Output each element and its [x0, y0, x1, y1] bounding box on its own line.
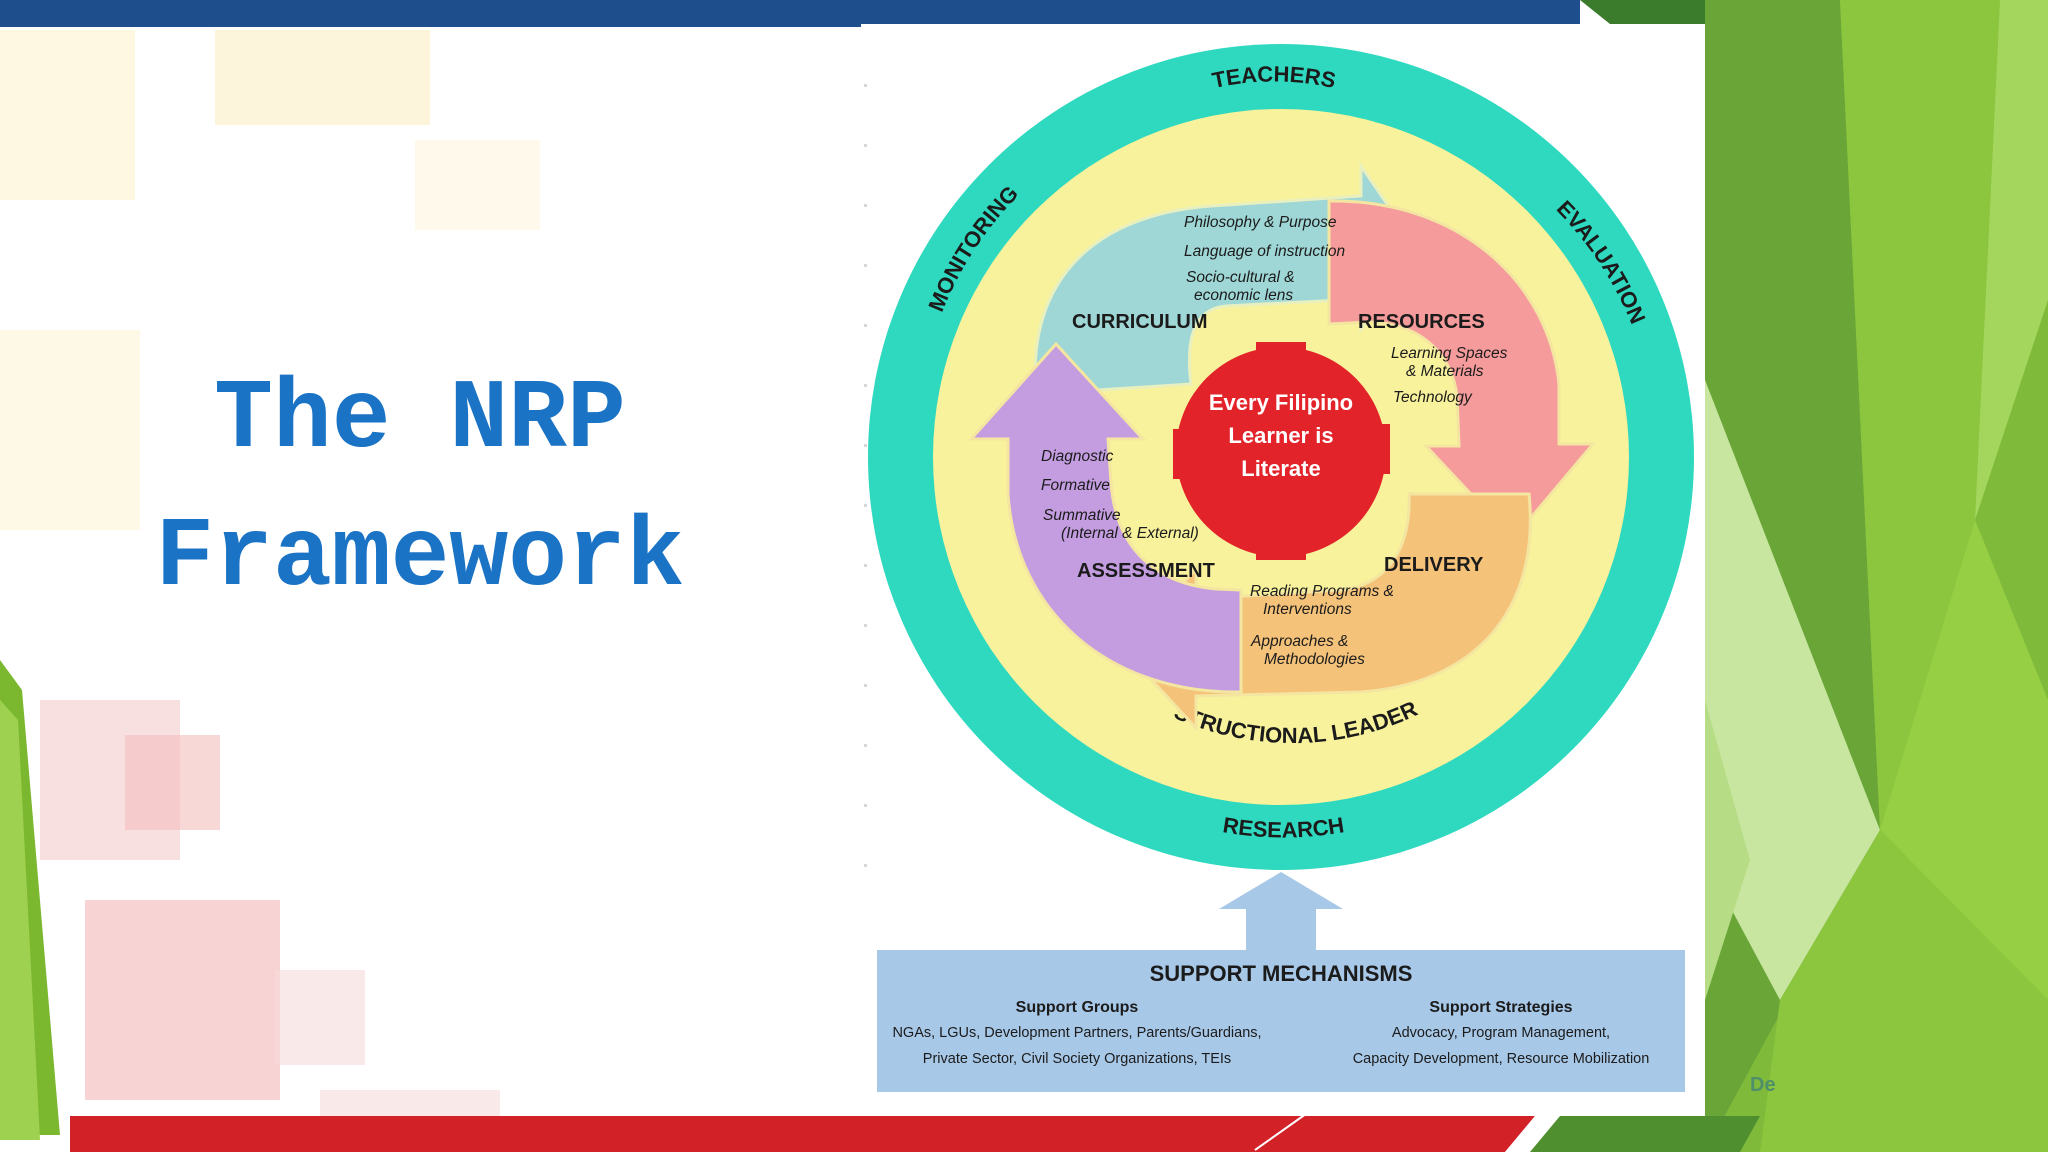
support-title: SUPPORT MECHANISMS	[1150, 961, 1413, 986]
delivery-item: Reading Programs &	[1250, 583, 1394, 600]
support-box	[877, 950, 1685, 1092]
assessment-item: Formative	[1041, 477, 1110, 494]
decor-square	[215, 30, 430, 125]
support-strategies-line: Advocacy, Program Management,	[1392, 1025, 1610, 1041]
decor-green-shape	[1880, 520, 2048, 1000]
support-strategies-title: Support Strategies	[1429, 999, 1572, 1016]
resources-item: & Materials	[1406, 363, 1484, 380]
decor-square	[320, 1090, 500, 1120]
framework-diagram-svg: TEACHERS MONITORING EVALUATION RESEARCH …	[861, 24, 1694, 1092]
support-groups-title: Support Groups	[1016, 999, 1139, 1016]
support-up-arrow	[1219, 872, 1343, 950]
decor-square	[415, 140, 540, 230]
decor-square	[85, 900, 280, 1100]
assessment-item: Diagnostic	[1041, 448, 1114, 465]
decor-square	[125, 735, 220, 830]
decor-line	[1254, 1103, 1321, 1151]
core-line-3: Literate	[1241, 456, 1320, 481]
decor-square	[0, 330, 140, 530]
resources-arrow	[1327, 199, 1597, 542]
decor-green-shape	[1705, 700, 1750, 1000]
resources-title: RESOURCES	[1358, 311, 1485, 333]
curriculum-title: CURRICULUM	[1072, 311, 1208, 333]
decor-green-shape	[1760, 830, 2048, 1152]
curriculum-item: economic lens	[1194, 287, 1293, 304]
decor-green-shape	[1580, 0, 1705, 24]
title-line-1: The NRP	[214, 365, 626, 476]
delivery-item: Approaches &	[1250, 633, 1348, 650]
slide-title: The NRP Framework	[60, 352, 780, 628]
title-line-2: Framework	[155, 503, 685, 614]
assessment-title: ASSESSMENT	[1077, 560, 1215, 582]
footer-partial-text: De	[1750, 1074, 1776, 1096]
curriculum-arrow	[1033, 161, 1420, 396]
curriculum-item: Socio-cultural &	[1186, 269, 1295, 286]
bottom-bar	[70, 1116, 1535, 1152]
decor-green-shape	[1975, 0, 2048, 520]
decor-square	[275, 970, 365, 1065]
bottom-bar-gap	[1505, 1116, 1560, 1152]
delivery-title: DELIVERY	[1384, 554, 1484, 576]
core-line-2: Learner is	[1228, 423, 1333, 448]
decor-green-shape	[1705, 380, 1880, 1000]
core-shape	[1173, 342, 1390, 560]
assessment-item: Summative	[1043, 507, 1121, 524]
assessment-arrow	[967, 341, 1243, 694]
curriculum-item: Language of instruction	[1184, 243, 1345, 260]
decor-green-shape	[0, 700, 40, 1140]
support-strategies-line: Capacity Development, Resource Mobilizat…	[1353, 1051, 1650, 1067]
top-bar	[0, 0, 1580, 27]
framework-diagram: TEACHERS MONITORING EVALUATION RESEARCH …	[861, 24, 1705, 1102]
decor-green-shape	[1840, 0, 2000, 830]
assessment-item: (Internal & External)	[1061, 525, 1199, 542]
resources-item: Learning Spaces	[1391, 345, 1508, 362]
core-line-1: Every Filipino	[1209, 390, 1353, 415]
decor-square	[0, 30, 135, 200]
delivery-item: Interventions	[1263, 601, 1352, 618]
bottom-bar-green	[1530, 1116, 1760, 1152]
delivery-item: Methodologies	[1264, 651, 1365, 668]
support-groups-line: Private Sector, Civil Society Organizati…	[923, 1051, 1231, 1067]
resources-item: Technology	[1393, 389, 1473, 406]
curriculum-item: Philosophy & Purpose	[1184, 214, 1337, 231]
support-groups-line: NGAs, LGUs, Development Partners, Parent…	[892, 1025, 1261, 1041]
